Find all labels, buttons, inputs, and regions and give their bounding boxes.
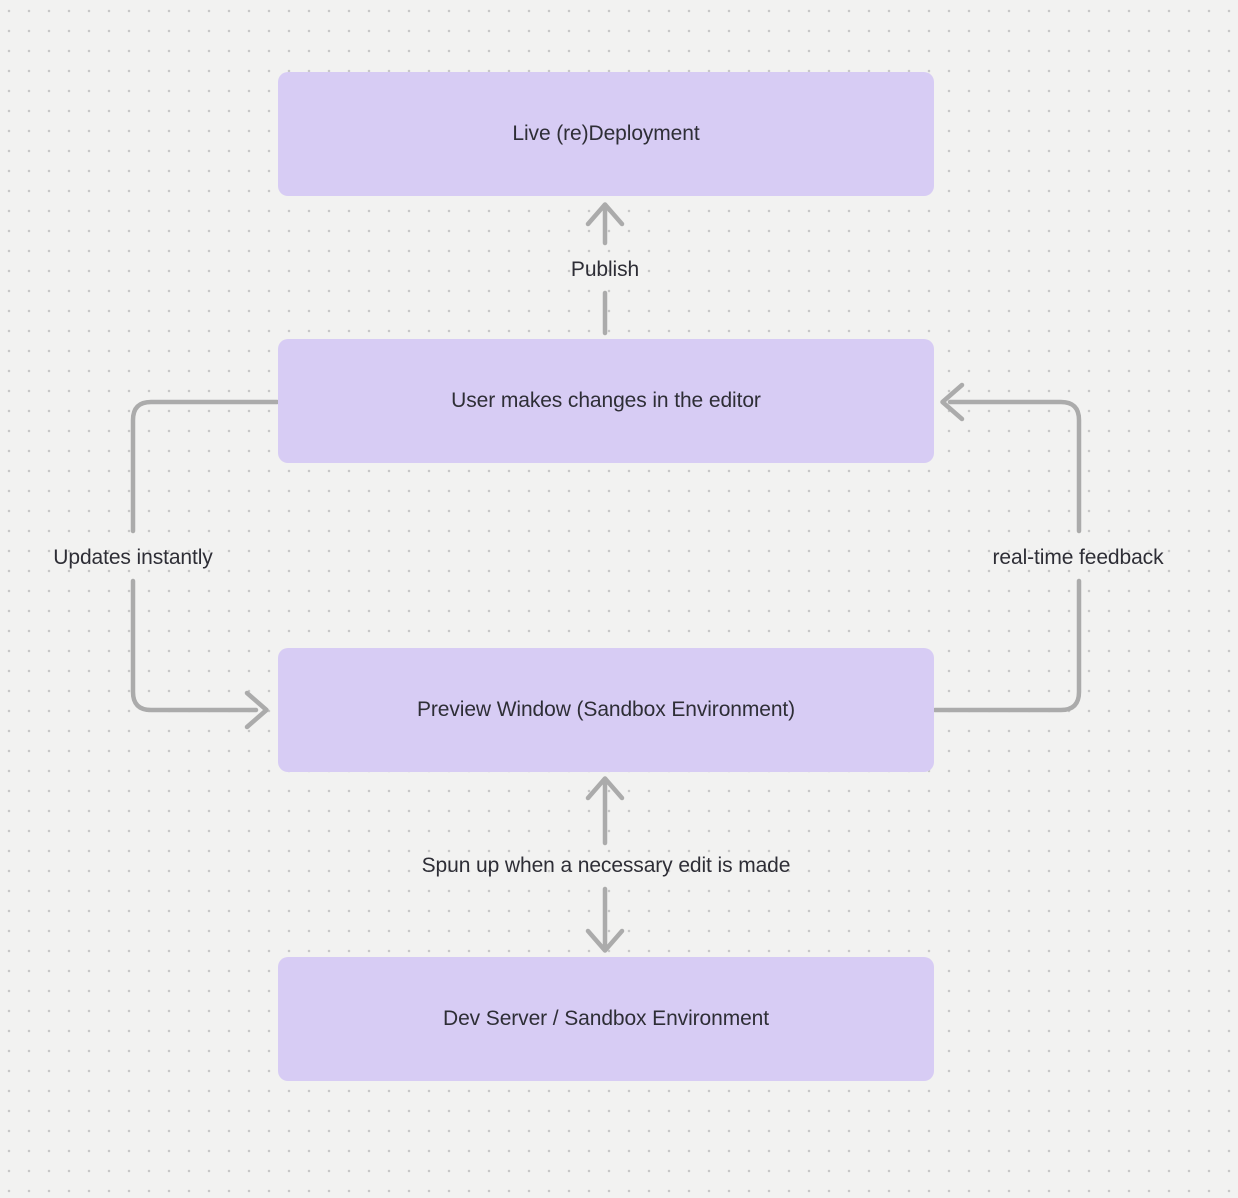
node-dev-server-label: Dev Server / Sandbox Environment (443, 1007, 769, 1030)
edge-publish-arrow (585, 202, 625, 336)
node-live-redeployment-label: Live (re)Deployment (512, 122, 700, 145)
node-live-redeployment[interactable]: Live (re)Deployment (278, 72, 934, 196)
edge-real-time-feedback-arrow (932, 382, 1082, 713)
node-preview-window-label: Preview Window (Sandbox Environment) (416, 698, 796, 721)
edge-label-publish[interactable]: Publish (570, 258, 640, 281)
node-preview-window[interactable]: Preview Window (Sandbox Environment) (278, 648, 934, 772)
node-user-editor-changes[interactable]: User makes changes in the editor (278, 339, 934, 463)
edge-label-updates-instantly[interactable]: Updates instantly (53, 546, 213, 569)
edge-label-spun-up[interactable]: Spun up when a necessary edit is made (421, 854, 791, 877)
edge-spun-up-arrow-down (585, 886, 625, 953)
edge-label-real-time-feedback[interactable]: real-time feedback (992, 546, 1164, 569)
edge-updates-instantly-arrow (130, 399, 280, 730)
node-dev-server[interactable]: Dev Server / Sandbox Environment (278, 957, 934, 1081)
node-user-editor-changes-label: User makes changes in the editor (451, 389, 761, 412)
edge-spun-up-arrow-up (585, 776, 625, 846)
